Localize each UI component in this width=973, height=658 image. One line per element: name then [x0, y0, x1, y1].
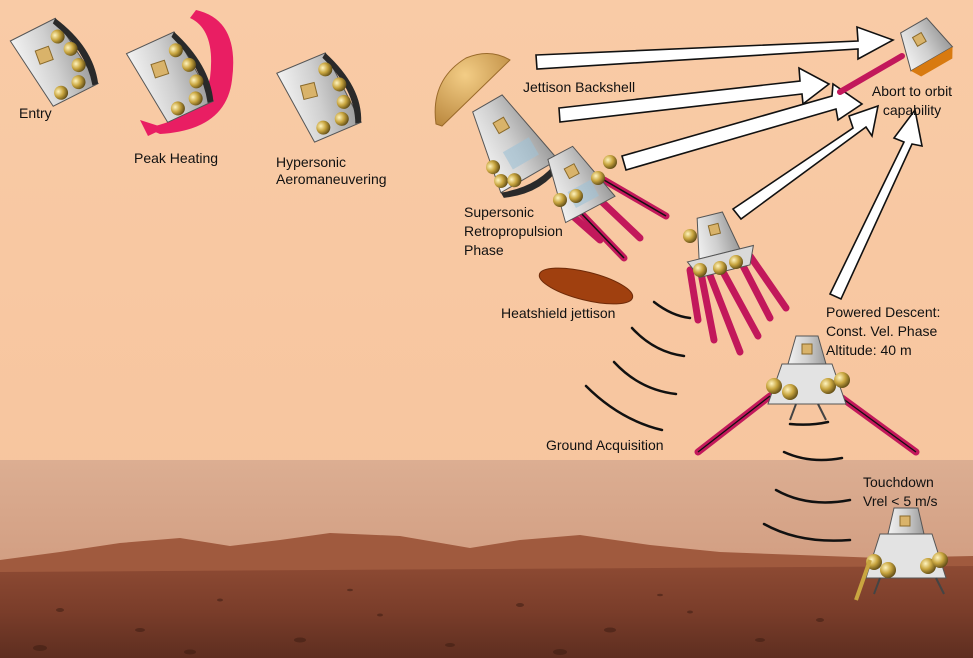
label-jettison-backshell: Jettison Backshell	[523, 79, 636, 95]
peak-heating-capsule	[125, 10, 234, 136]
abort-orbit-capsule	[837, 17, 954, 95]
radar-arc-8	[762, 522, 852, 542]
radar-arc-2	[630, 326, 686, 358]
abort-arrow-powered	[828, 108, 924, 301]
label-ground-acquisition: Ground Acquisition	[546, 437, 664, 453]
label-powered-1: Powered Descent:	[826, 304, 941, 320]
label-touchdown-2: Vrel < 5 m/s	[863, 493, 938, 509]
label-peak-heating: Peak Heating	[134, 150, 219, 166]
abort-arrows	[535, 25, 924, 301]
ground-rocks	[33, 588, 824, 655]
label-powered-3: Altitude: 40 m	[826, 342, 912, 358]
radar-arc-7	[774, 488, 852, 504]
radar-arcs	[584, 300, 852, 542]
touchdown-lander	[854, 507, 948, 601]
label-supersonic-1: Supersonic	[464, 204, 535, 220]
radar-arc-5	[788, 420, 830, 426]
label-abort-1: Abort to orbit	[871, 83, 953, 99]
label-powered-2: Const. Vel. Phase	[826, 323, 938, 339]
hypersonic-capsule	[276, 52, 362, 143]
label-hypersonic-1: Hypersonic	[276, 154, 347, 170]
jettisoned-heatshield	[538, 267, 634, 305]
radar-arc-4	[584, 384, 664, 432]
label-hypersonic-2: Aeromaneuvering	[276, 171, 387, 187]
radar-arc-3	[612, 360, 678, 396]
heatshield-jettison-lander	[683, 211, 790, 356]
radar-arc-6	[782, 450, 844, 462]
abort-arrow-heatshield	[731, 104, 880, 221]
abort-arrow-supersonic	[558, 66, 831, 123]
abort-arrow-backshell	[535, 25, 895, 70]
mars-ground	[0, 566, 973, 658]
jettisoned-backshell	[434, 53, 511, 127]
label-touchdown-1: Touchdown	[863, 474, 934, 490]
abort-arrow-retro	[621, 82, 864, 171]
label-heatshield-jettison: Heatshield jettison	[501, 305, 616, 321]
entry-capsule	[9, 17, 99, 107]
powered-descent-lander	[694, 335, 920, 456]
supersonic-capsule	[472, 94, 561, 198]
label-supersonic-3: Phase	[464, 242, 504, 258]
label-entry: Entry	[19, 105, 52, 121]
radar-arc-1	[652, 300, 692, 320]
retropropulsion-capsule	[547, 145, 670, 262]
label-supersonic-2: Retropropulsion	[464, 223, 563, 239]
label-abort-2: capability	[882, 102, 942, 118]
